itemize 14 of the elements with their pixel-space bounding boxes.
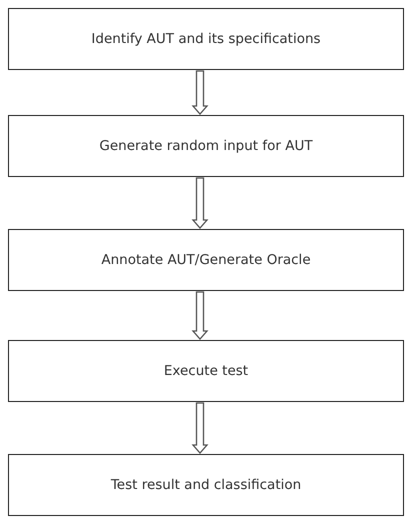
block-arrow — [192, 70, 208, 115]
process-box — [8, 229, 404, 291]
block-arrow — [192, 402, 208, 454]
process-box — [8, 454, 404, 516]
block-arrow — [192, 291, 208, 340]
step-label: Identify AUT and its specifications — [91, 31, 321, 47]
block-arrow — [192, 177, 208, 229]
step-label: Annotate AUT/Generate Oracle — [101, 252, 311, 268]
step-label: Test result and classification — [110, 477, 302, 493]
step-label: Generate random input for AUT — [99, 138, 313, 154]
step-label: Execute test — [164, 363, 248, 379]
process-box — [8, 8, 404, 70]
process-box — [8, 115, 404, 177]
process-box — [8, 340, 404, 402]
